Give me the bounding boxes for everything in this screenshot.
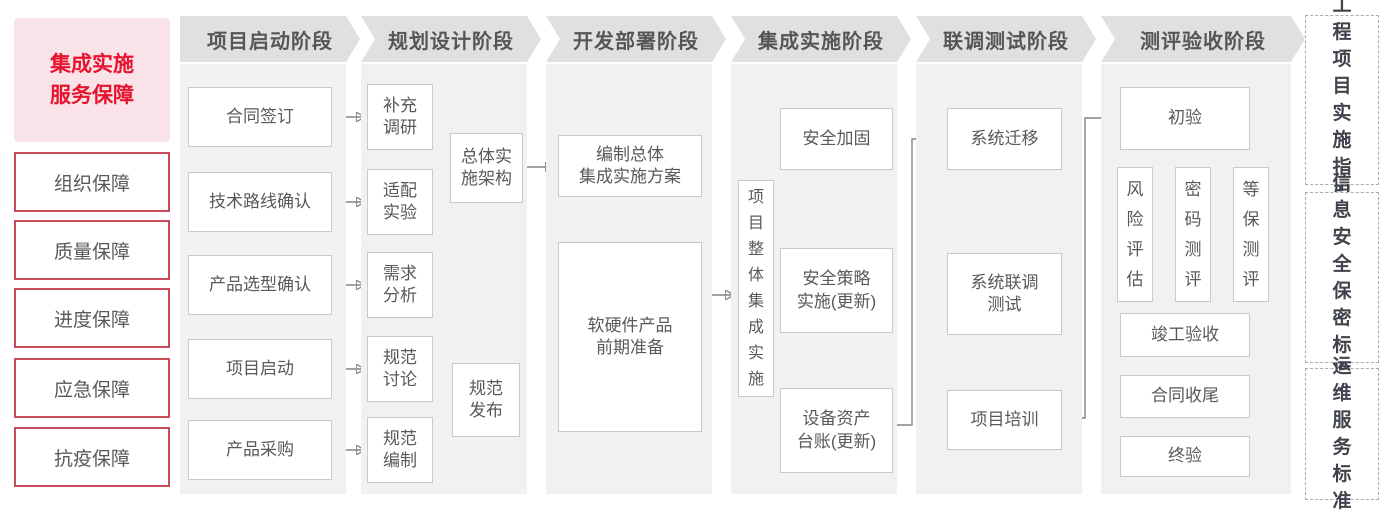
node-security-policy-implementation: 安全策略 实施(更新) [780,248,893,333]
node-adaptation-test: 适配 实验 [367,169,433,235]
phase-header-integration: 集成实施阶段 [731,16,911,62]
guarantee-item-schedule: 进度保障 [14,288,170,348]
node-product-selection-confirm: 产品选型确认 [188,255,332,315]
node-supplementary-research: 补充 调研 [367,84,433,150]
phase-header-kickoff: 项目启动阶段 [180,16,360,62]
node-hw-sw-preparation: 软硬件产品 前期准备 [558,242,702,432]
phase-header-planning: 规划设计阶段 [361,16,541,62]
standard-box-infosec-confidentiality-standard: 信息 安全 保密 标准 [1305,173,1379,383]
guarantee-item-organization: 组织保障 [14,152,170,212]
node-tech-route-confirm: 技术路线确认 [188,172,332,232]
node-security-hardening: 安全加固 [780,108,893,170]
node-initial-acceptance: 初验 [1120,87,1250,150]
node-overall-integration-plan: 编制总体 集成实施方案 [558,135,702,197]
node-product-procurement: 产品采购 [188,420,332,480]
node-overall-project-integration: 项 目 整 体 集 成 实 施 [738,180,774,397]
phase-header-deployment: 开发部署阶段 [546,16,726,62]
phase-header-testing: 联调测试阶段 [916,16,1096,62]
node-overall-implementation-architecture: 总体实 施架构 [450,133,523,203]
node-project-kickoff: 项目启动 [188,339,332,399]
node-completion-acceptance: 竣工验收 [1120,313,1250,357]
node-classified-protection-evaluation: 等 保 测 评 [1233,167,1269,302]
node-project-training: 项目培训 [947,390,1062,450]
guarantee-item-quality: 质量保障 [14,220,170,280]
node-system-migration: 系统迁移 [947,108,1062,170]
diagram-title: 集成实施 服务保障 [14,18,170,142]
node-spec-discussion: 规范 讨论 [367,336,433,402]
node-spec-release: 规范 发布 [452,363,520,437]
node-risk-assessment: 风 险 评 估 [1117,167,1153,302]
node-final-acceptance: 终验 [1120,436,1250,477]
node-contract-signing: 合同签订 [188,87,332,147]
node-spec-drafting: 规范 编制 [367,417,433,483]
standard-box-om-service-standard: 运维 服务 标准 [1305,356,1379,512]
phase-header-acceptance: 测评验收阶段 [1101,16,1305,62]
guarantee-item-emergency: 应急保障 [14,358,170,418]
guarantee-item-epidemic: 抗疫保障 [14,427,170,487]
node-contract-closure: 合同收尾 [1120,375,1250,418]
node-crypto-evaluation: 密 码 测 评 [1175,167,1211,302]
node-joint-debugging-test: 系统联调 测试 [947,253,1062,335]
standard-box-engineering-implementation-guide: 工程 项目 实施 指引 [1305,0,1379,205]
node-asset-ledger-update: 设备资产 台账(更新) [780,388,893,473]
node-requirements-analysis: 需求 分析 [367,252,433,318]
